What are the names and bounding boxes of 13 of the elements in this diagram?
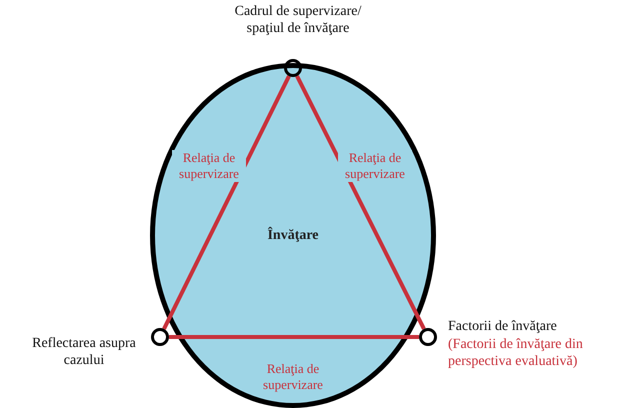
vertex-label: (Factorii de învăţare din perspectiva evaluativă) [448,336,584,370]
vertex-circle [284,59,302,77]
vertex-circle [151,328,169,346]
relation-line [295,75,426,330]
relation-line [169,335,419,339]
vertex-circle [419,328,437,346]
vertex-label: Reflectarea asupra cazului [31,335,137,369]
edge-label: Relaţia de supervizare [172,150,246,182]
relation-line [162,75,291,330]
vertex-label: Factorii de învăţare [448,318,558,335]
edge-label: Relaţia de supervizare [338,150,412,182]
vertex-label: Cadrul de supervizare/ spaţiul de învăţare [234,3,362,37]
center-label: Învăţare [267,228,319,244]
